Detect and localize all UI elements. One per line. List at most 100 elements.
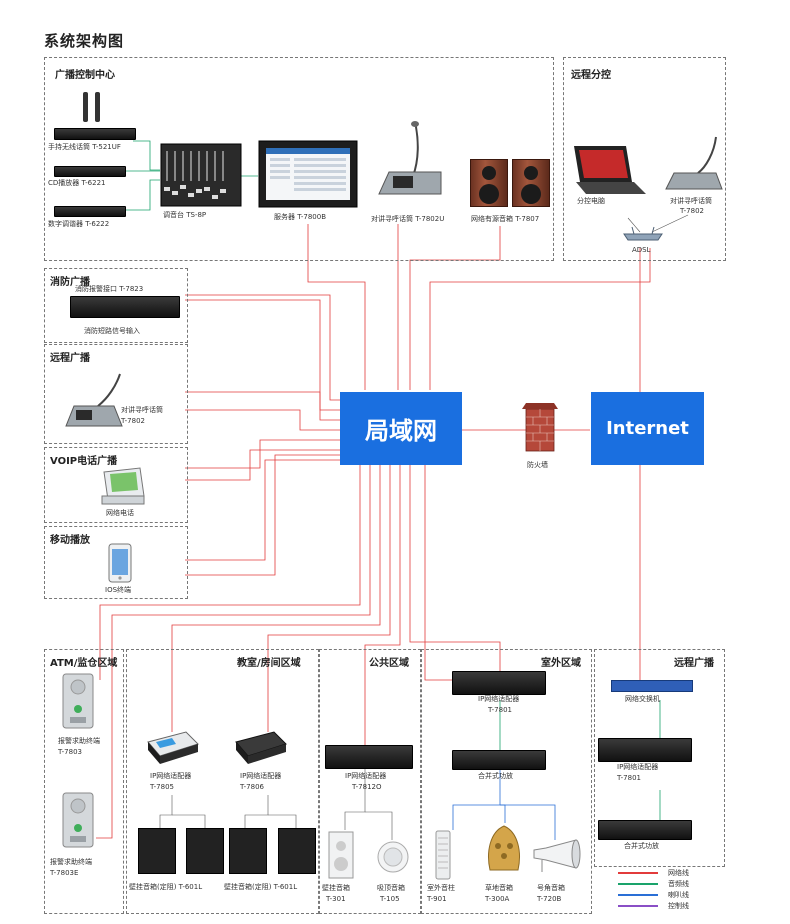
- fire-port-label: 消防报警接口 T-7823: [75, 285, 144, 293]
- cd-player-label: CD播放器 T-6221: [48, 179, 106, 187]
- branch-intercom-mic-icon: [665, 136, 723, 190]
- lawn-speaker-label-a: 草地音箱: [485, 884, 513, 892]
- alarm2-label-a: 报警求助终端: [50, 858, 92, 866]
- branch-mic-label-1: 对讲寻呼话筒: [670, 197, 712, 205]
- column-speaker-label-b: T-901: [427, 895, 447, 903]
- mixer-label: 调音台 TS-8P: [163, 211, 207, 219]
- zone-atm: [44, 649, 124, 914]
- zone-outdoor-title: 室外区域: [541, 658, 581, 669]
- fire-input-label: 消防短路信号输入: [84, 327, 140, 335]
- server-label: 服务器 T-7800B: [274, 213, 327, 221]
- adapter-7806-label-b: T-7806: [240, 783, 264, 791]
- wall-speaker-601l-label-1: 壁挂音箱(定阻) T-601L: [129, 883, 203, 891]
- zone-outdoor: [421, 649, 592, 914]
- alarm-terminal-1-icon: [62, 673, 94, 729]
- zone-fire: [44, 268, 188, 343]
- zone-remote-branch: [563, 57, 726, 261]
- wireless-receiver-icon: [54, 128, 136, 140]
- active-speaker-label: 网络有源音箱 T-7807: [471, 215, 540, 223]
- wireless-mic-icon: [74, 92, 110, 130]
- fire-alarm-interface-icon: [70, 296, 180, 318]
- legend-speaker-label: 喇叭线: [668, 891, 689, 899]
- active-speaker-left-icon: [470, 159, 508, 207]
- wall-speaker-301-label-b: T-301: [326, 895, 346, 903]
- zone-remote-broadcast-2: [594, 649, 725, 867]
- intercom-mic-label: 对讲寻呼话筒 T-7802U: [371, 215, 445, 223]
- lawn-speaker-label-b: T-300A: [485, 895, 510, 903]
- legend-audio-label: 音频线: [668, 880, 689, 888]
- wall-speaker-601l-label-2: 壁挂音箱(定阻) T-601L: [224, 883, 298, 891]
- firewall-label: 防火墙: [527, 461, 548, 469]
- adapter-7805-icon: [147, 731, 199, 764]
- adapter-7801r-label-b: T-7801: [617, 774, 641, 782]
- cd-player-icon: [54, 166, 126, 177]
- adapter-7806-label-a: IP网络适配器: [240, 772, 282, 780]
- amp-outdoor-icon: [452, 750, 546, 770]
- net-phone-icon: [101, 467, 145, 505]
- active-speaker-right-icon: [512, 159, 550, 207]
- branch-mic-label-2: T-7802: [680, 207, 704, 215]
- legend-network-label: 网络线: [668, 869, 689, 877]
- ceiling-speaker-label-b: T-105: [380, 895, 400, 903]
- zone-voip: [44, 447, 188, 523]
- network-switch-icon: [611, 680, 693, 692]
- wall-speaker-4-icon: [278, 828, 316, 874]
- zone-classroom-title: 教室/房间区域: [237, 658, 301, 669]
- ceiling-speaker-label-a: 吸顶音箱: [377, 884, 405, 892]
- zone-control-center-title: 广播控制中心: [55, 70, 115, 81]
- zone-control-center: [44, 57, 554, 261]
- tuner-label: 数字调谐器 T-6222: [48, 220, 110, 228]
- legend-line-audio: [618, 883, 658, 885]
- alarm-terminal-2-icon: [62, 792, 94, 848]
- alarm2-label-b: T-7803E: [50, 869, 79, 877]
- lawn-speaker-icon: [488, 825, 520, 871]
- legend-line-speaker: [618, 894, 658, 896]
- ios-label: IOS终端: [105, 586, 132, 594]
- alarm1-label-b: T-7803: [58, 748, 82, 756]
- zone-atm-title: ATM/监仓区域: [50, 658, 118, 669]
- amp-remote-label: 合并式功放: [624, 842, 659, 850]
- remote-mic-label-1: 对讲寻呼话筒: [121, 406, 163, 414]
- adapter-7805-label-a: IP网络适配器: [150, 772, 192, 780]
- adapter-7801-icon: [452, 671, 546, 695]
- horn-speaker-label-b: T-720B: [537, 895, 562, 903]
- adapter-7812-icon: [325, 745, 413, 769]
- legend-line-network: [618, 872, 658, 874]
- wall-speaker-2-icon: [186, 828, 224, 874]
- zone-fire-title: 消防广播: [50, 277, 90, 288]
- wall-speaker-3-icon: [229, 828, 267, 874]
- adapter-7801-label-b: T-7801: [488, 706, 512, 714]
- zone-remote-broadcast: [44, 344, 188, 444]
- legend-line-control: [618, 905, 658, 907]
- zone-classroom: [126, 649, 319, 914]
- horn-speaker-icon: [533, 839, 581, 872]
- adapter-7812-label-a: IP网络适配器: [345, 772, 387, 780]
- zone-public: [319, 649, 421, 914]
- legend: 网络线 音频线 喇叭线 控制线: [618, 868, 718, 914]
- internet-hub: Internet: [591, 392, 704, 465]
- mixer-icon: [160, 143, 242, 207]
- laptop-icon: [574, 146, 646, 194]
- server-icon: [258, 140, 358, 208]
- zone-remote-branch-title: 远程分控: [571, 70, 611, 81]
- switch-label: 网络交换机: [625, 695, 660, 703]
- adapter-7805-label-b: T-7805: [150, 783, 174, 791]
- zone-voip-title: VOIP电话广播: [50, 456, 118, 467]
- amp-outdoor-label: 合并式功放: [478, 772, 513, 780]
- adapter-7801r-label-a: IP网络适配器: [617, 763, 659, 771]
- branch-pc-label: 分控电脑: [577, 197, 605, 205]
- adapter-7801-label-a: IP网络适配器: [478, 695, 520, 703]
- wall-speaker-301-icon: [328, 831, 354, 879]
- tuner-icon: [54, 206, 126, 217]
- zone-mobile: [44, 526, 188, 599]
- wall-speaker-1-icon: [138, 828, 176, 874]
- wireless-mic-label: 手持无线话筒 T-521UF: [48, 143, 121, 151]
- remote-intercom-mic-icon: [65, 373, 123, 427]
- amp-remote-icon: [598, 820, 692, 840]
- zone-public-title: 公共区域: [369, 658, 409, 669]
- horn-speaker-label-a: 号角音箱: [537, 884, 565, 892]
- column-speaker-icon: [435, 830, 451, 880]
- net-phone-label: 网络电话: [106, 509, 134, 517]
- adapter-7801r-icon: [598, 738, 692, 762]
- ios-phone-icon: [108, 543, 132, 583]
